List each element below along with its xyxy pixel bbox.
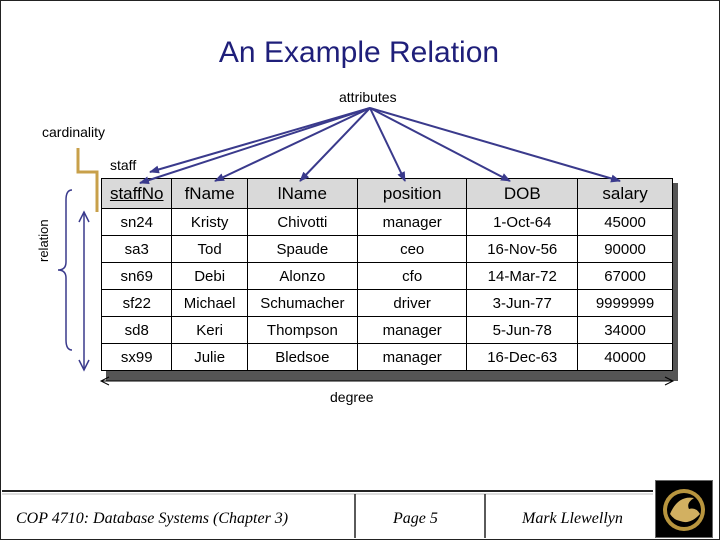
slide-footer: COP 4710: Database Systems (Chapter 3) P… [0, 491, 718, 538]
cell-fname: Michael [171, 289, 248, 317]
cell-salary: 45000 [577, 208, 673, 236]
table-row: sa3 Tod Spaude ceo 16-Nov-56 90000 [100, 235, 673, 263]
cell-lname: Chivotti [246, 208, 358, 236]
staff-label: staff [110, 157, 137, 173]
footer-course: COP 4710: Database Systems (Chapter 3) [16, 510, 289, 527]
arrow-to-position [369, 107, 406, 182]
cell-position: manager [356, 343, 468, 371]
arrow-to-fname [214, 107, 371, 182]
cell-salary: 9999999 [577, 289, 673, 317]
degree-label: degree [330, 389, 374, 405]
header-lname: lName [246, 178, 358, 209]
degree-arrow [99, 376, 675, 386]
attributes-label: attributes [339, 89, 397, 105]
table-header-row: staffNo fName lName position DOB salary [100, 178, 673, 209]
table-row: sn24 Kristy Chivotti manager 1-Oct-64 45… [100, 208, 673, 236]
cell-fname: Keri [171, 316, 248, 344]
cell-position: manager [356, 316, 468, 344]
cell-position: ceo [356, 235, 468, 263]
footer-page: Page 5 [393, 510, 438, 527]
cell-dob: 16-Dec-63 [466, 343, 579, 371]
cell-lname: Thompson [246, 316, 358, 344]
cell-lname: Bledsoe [246, 343, 358, 371]
cell-fname: Debi [171, 262, 248, 290]
cell-fname: Julie [171, 343, 248, 371]
cell-fname: Tod [171, 235, 248, 263]
cell-position: manager [356, 208, 468, 236]
cell-dob: 5-Jun-78 [466, 316, 579, 344]
arrow-to-staff [149, 107, 371, 174]
staff-relation-table: staffNo fName lName position DOB salary … [100, 178, 673, 371]
cell-staffno: sf22 [100, 289, 173, 317]
header-staffno: staffNo [100, 178, 173, 209]
table-row: sx99 Julie Bledsoe manager 16-Dec-63 400… [100, 343, 673, 371]
footer-author: Mark Llewellyn [522, 510, 623, 527]
cardinality-arrow [78, 210, 90, 372]
cell-staffno: sn69 [100, 262, 173, 290]
header-dob: DOB [466, 178, 579, 209]
cell-fname: Kristy [171, 208, 248, 236]
arrow-to-lname [299, 107, 371, 182]
cardinality-label: cardinality [42, 124, 106, 140]
cell-staffno: sx99 [100, 343, 173, 371]
cell-salary: 40000 [577, 343, 673, 371]
slide-title: An Example Relation [218, 36, 500, 69]
cell-salary: 67000 [577, 262, 673, 290]
university-logo-icon [655, 480, 713, 538]
header-salary: salary [577, 178, 673, 209]
arrow-to-staffno [139, 107, 371, 185]
cell-staffno: sd8 [100, 316, 173, 344]
cell-dob: 1-Oct-64 [466, 208, 579, 236]
cell-position: cfo [356, 262, 468, 290]
table-row: sf22 Michael Schumacher driver 3-Jun-77 … [100, 289, 673, 317]
attribute-arrows [139, 107, 621, 185]
table-row: sd8 Keri Thompson manager 5-Jun-78 34000 [100, 316, 673, 344]
cell-staffno: sn24 [100, 208, 173, 236]
cell-salary: 34000 [577, 316, 673, 344]
cardinality-bracket [76, 148, 99, 212]
cell-dob: 14-Mar-72 [466, 262, 579, 290]
arrow-to-salary [369, 107, 621, 183]
cell-staffno: sa3 [100, 235, 173, 263]
relation-brace [57, 189, 73, 351]
cell-lname: Schumacher [246, 289, 358, 317]
header-fname: fName [171, 178, 248, 209]
arrow-to-dob [369, 107, 511, 182]
table-row: sn69 Debi Alonzo cfo 14-Mar-72 67000 [100, 262, 673, 290]
